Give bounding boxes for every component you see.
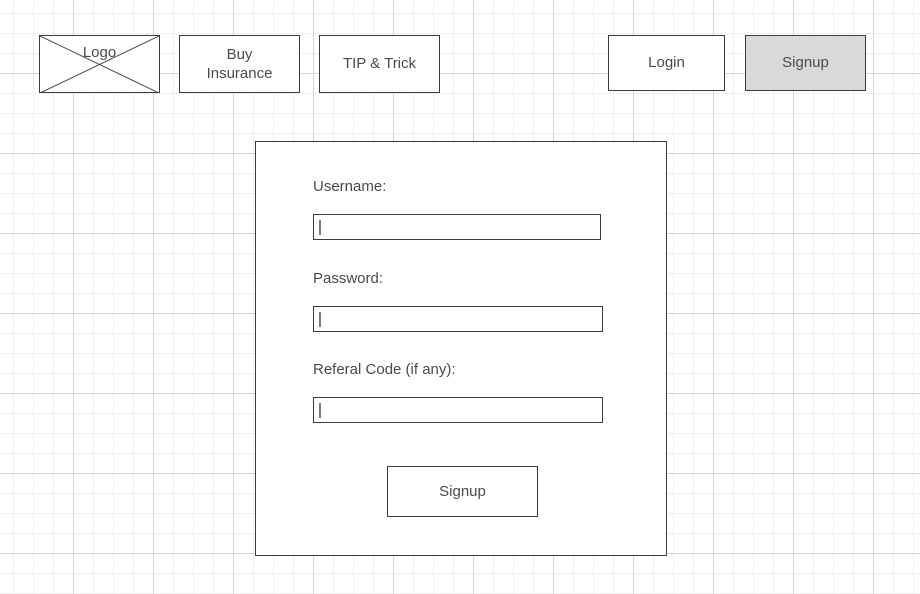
signup-form-panel: Username: Password: Referal Code (if any…	[255, 141, 667, 556]
username-input[interactable]	[313, 214, 601, 240]
nav-item-buy-insurance[interactable]: Buy Insurance	[179, 35, 300, 93]
signup-button-label: Signup	[782, 54, 829, 72]
nav-item-tip-and-trick[interactable]: TIP & Trick	[319, 35, 440, 93]
password-input[interactable]	[313, 306, 603, 332]
login-button-label: Login	[648, 54, 685, 72]
submit-signup-button[interactable]: Signup	[387, 466, 538, 517]
login-button[interactable]: Login	[608, 35, 725, 91]
nav-item-tip-and-trick-label: TIP & Trick	[342, 55, 417, 73]
nav-item-buy-insurance-label: Buy Insurance	[206, 45, 273, 82]
logo-label: Logo	[82, 44, 117, 62]
text-caret	[319, 311, 321, 327]
password-label: Password:	[313, 270, 384, 287]
referal-code-label: Referal Code (if any):	[313, 361, 456, 378]
text-caret	[319, 402, 321, 418]
referal-code-input[interactable]	[313, 397, 603, 423]
logo-placeholder[interactable]: Logo	[39, 35, 160, 93]
submit-signup-button-label: Signup	[439, 482, 486, 500]
signup-button[interactable]: Signup	[745, 35, 866, 91]
username-label: Username:	[313, 178, 387, 195]
text-caret	[319, 219, 321, 235]
